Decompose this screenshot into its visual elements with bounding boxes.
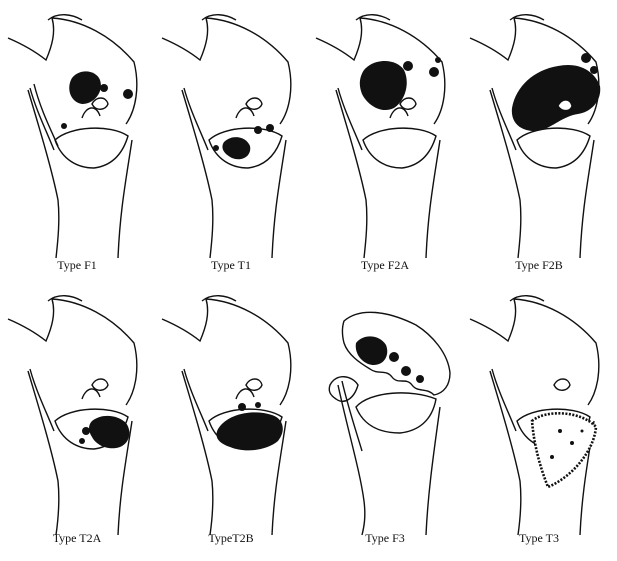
femur-outline — [8, 299, 137, 405]
panel-type-t3: Type T3 — [462, 281, 616, 561]
panel-label: Type F3 — [308, 531, 462, 546]
knee-illustration — [0, 0, 154, 260]
ligament — [34, 84, 58, 146]
panel-label: Type T1 — [154, 258, 308, 273]
tibia-shaft-left — [490, 371, 521, 535]
lesion — [217, 412, 283, 450]
ligament — [492, 88, 516, 150]
panel-label: Type T2A — [0, 531, 154, 546]
lesion — [389, 352, 399, 362]
tibia-plateau — [55, 128, 128, 168]
lesion — [429, 67, 439, 77]
tibia-shaft-right — [118, 140, 132, 258]
knee-illustration — [462, 0, 616, 260]
ligament — [184, 369, 208, 431]
lesion — [266, 124, 274, 132]
femur-outline — [8, 18, 137, 124]
tibia-shaft-left — [182, 90, 213, 258]
knee-illustration — [154, 0, 308, 260]
lesion — [89, 416, 129, 448]
tibia-shaft-left — [336, 90, 367, 258]
lesion — [79, 438, 85, 444]
lesion — [356, 336, 388, 365]
lesion — [416, 375, 424, 383]
patella — [92, 98, 108, 109]
lesion — [82, 427, 90, 435]
ligament — [338, 88, 362, 150]
panel-label: TypeT2B — [154, 531, 308, 546]
panel-label: Type T3 — [462, 531, 616, 546]
knee-illustration — [154, 281, 308, 536]
tibia-shaft-right — [580, 140, 594, 258]
panel-type-f3: Type F3 — [308, 281, 462, 561]
tibia-plateau — [517, 128, 590, 168]
lesion — [581, 430, 584, 433]
femur-outline — [162, 299, 291, 405]
panel-label: Type F2B — [462, 258, 616, 273]
tibia-plateau — [356, 393, 436, 433]
lesion — [401, 366, 411, 376]
panel-label: Type F2A — [308, 258, 462, 273]
knee-illustration — [308, 281, 462, 536]
lesion — [558, 429, 562, 433]
panel-type-f1: Type F1 — [0, 0, 154, 280]
lesion — [123, 89, 133, 99]
knee-illustration — [462, 281, 616, 536]
panel-type-t1: Type T1 — [154, 0, 308, 280]
knee-illustration — [0, 281, 154, 536]
femur-outline — [162, 18, 291, 124]
tibia-shaft-left — [28, 371, 59, 535]
patella — [246, 379, 262, 390]
lesion — [213, 145, 219, 151]
patella — [246, 98, 262, 109]
ligament — [492, 369, 516, 431]
ligament — [30, 88, 54, 150]
patella — [92, 379, 108, 390]
lesion — [222, 137, 250, 159]
tibia-shaft-right — [426, 407, 440, 535]
tibia-shaft-left — [28, 90, 59, 258]
tibia-plateau — [363, 128, 436, 168]
tibia-shaft-right — [272, 140, 286, 258]
ligament — [184, 88, 208, 150]
panel-type-f2b: Type F2B — [462, 0, 616, 280]
panel-type-t2b: TypeT2B — [154, 281, 308, 561]
ligament — [30, 369, 54, 431]
tibia-shaft-left — [338, 385, 365, 535]
lesion — [61, 123, 67, 129]
lesion — [435, 57, 441, 63]
lesion — [570, 441, 574, 445]
lesion — [254, 126, 262, 134]
lesion — [360, 61, 407, 110]
lesion — [100, 84, 108, 92]
panel-type-f2a: Type F2A — [308, 0, 462, 280]
lesion — [512, 65, 600, 131]
tibia-shaft-left — [182, 371, 213, 535]
lesion — [255, 402, 261, 408]
knee-illustration — [308, 0, 462, 260]
panel-type-t2a: Type T2A — [0, 281, 154, 561]
femur-outline — [470, 299, 599, 405]
panel-label: Type F1 — [0, 258, 154, 273]
lesion — [238, 403, 246, 411]
patella — [400, 98, 416, 109]
lesion — [581, 53, 591, 63]
lesion — [590, 66, 598, 74]
patella — [554, 379, 570, 390]
tibia-shaft-right — [426, 140, 440, 258]
lesion — [550, 455, 554, 459]
lesion — [403, 61, 413, 71]
